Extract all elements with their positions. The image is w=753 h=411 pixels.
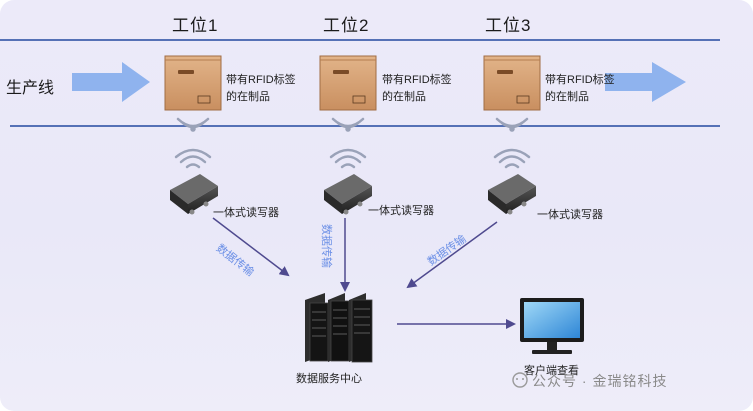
- production-line-label: 生产线: [6, 80, 55, 97]
- wifi-icon-tag-1: [176, 117, 210, 132]
- flow-arrow-in: [72, 62, 150, 102]
- reader-device-icon-1: [170, 174, 218, 215]
- box-label-1: 带有RFID标签的在制品: [226, 74, 296, 103]
- connector-arrow-1: [212, 217, 290, 277]
- wifi-icon-reader-1: [174, 148, 212, 169]
- server-label: 数据服务中心: [296, 373, 362, 385]
- box-label-2: 带有RFID标签的在制品: [382, 74, 452, 103]
- reader-label-2: 一体式读写器: [368, 205, 434, 217]
- station-title-2: 工位2: [323, 16, 370, 35]
- connector-arrow-3: [406, 221, 498, 289]
- reader-device-icon-3: [488, 174, 536, 215]
- wifi-icon-tag-3: [495, 117, 529, 132]
- station-title-3: 工位3: [485, 16, 532, 35]
- client-label: 客户端查看: [524, 365, 579, 377]
- box-label-3: 带有RFID标签的在制品: [545, 74, 615, 103]
- reader-label-1: 一体式读写器: [213, 207, 279, 219]
- watermark-text: 公众号 · 金瑞铭科技: [532, 373, 668, 389]
- flow-arrow-out: [605, 62, 686, 102]
- data-transfer-label-2: 数据传输: [320, 224, 332, 268]
- server-icon: [305, 293, 373, 363]
- wifi-icon-tag-2: [331, 117, 365, 132]
- reader-label-3: 一体式读写器: [537, 209, 603, 221]
- wechat-icon: [512, 372, 528, 388]
- monitor-icon: [520, 298, 584, 354]
- wifi-icon-reader-2: [329, 148, 367, 169]
- box-icon-2: [319, 55, 377, 111]
- station-title-1: 工位1: [172, 16, 219, 35]
- box-icon-3: [483, 55, 541, 111]
- wifi-icon-reader-3: [493, 148, 531, 169]
- box-icon-1: [164, 55, 222, 111]
- reader-device-icon-2: [324, 174, 372, 215]
